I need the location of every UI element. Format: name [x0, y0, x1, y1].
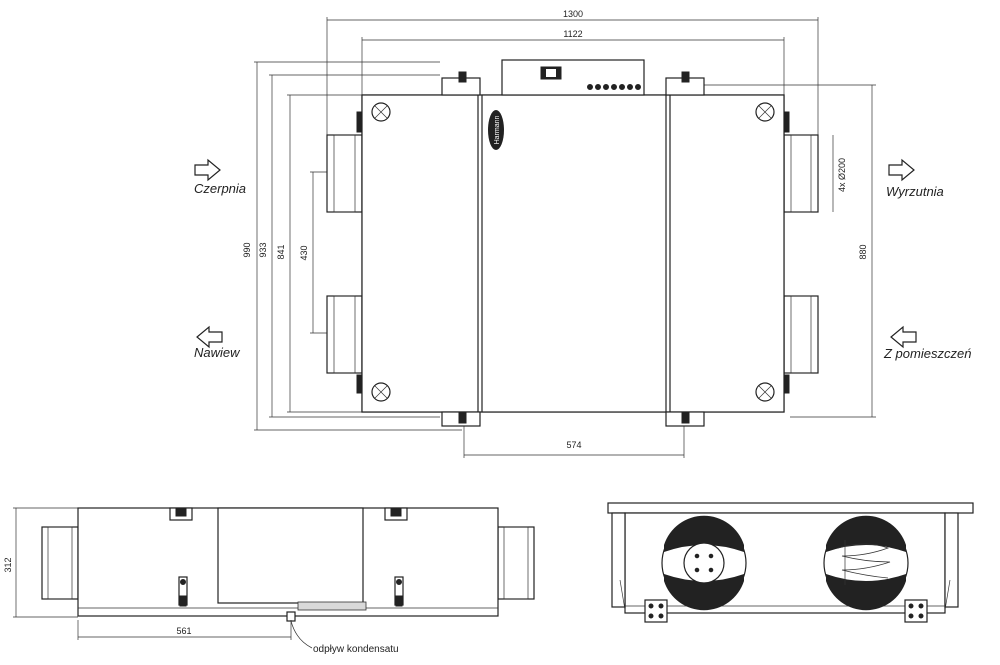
dim-width-overall: 1300: [563, 9, 583, 19]
right-panel: [669, 94, 785, 413]
side-spigot-right: [497, 526, 535, 600]
dim-spigot-spacing: 430: [299, 245, 309, 260]
side-control-box: [217, 507, 364, 604]
dim-width-body: 1122: [563, 29, 582, 39]
dim-height-841: 841: [276, 244, 286, 259]
dim-spigot-diameter: 4x Ø200: [837, 158, 847, 192]
fan-icon: [371, 102, 775, 402]
arrow-right-icon: [194, 158, 221, 182]
end-heater-opening: [823, 515, 909, 611]
dim-height-933: 933: [258, 242, 268, 257]
dim-mount-574: 574: [566, 440, 581, 450]
center-panel: [481, 94, 667, 413]
dim-drain-offset: 561: [176, 626, 191, 636]
dim-height-overall: 990: [242, 242, 252, 257]
brand-logo: Harmann: [488, 110, 504, 150]
label-drain: odpływ kondensatu: [313, 644, 399, 655]
top-view: 1300 1122 990 933 841 430 4x Ø200 880: [194, 9, 971, 458]
side-view: 312 odpływ kondensatu 561: [3, 507, 535, 655]
label-intake: Czerpnia: [194, 181, 246, 196]
left-panel: [361, 94, 479, 413]
dim-right-880: 880: [858, 244, 868, 259]
side-fan-fins: [297, 601, 367, 611]
label-supply: Nawiew: [194, 345, 241, 360]
spigot-supply: [326, 295, 363, 374]
label-exhaust: Wyrzutnia: [886, 184, 944, 199]
side-spigot-left: [41, 526, 79, 600]
label-extract: Z pomieszczeń: [883, 346, 971, 361]
arrow-left-icon: [890, 325, 917, 349]
spigot-exhaust: [783, 134, 819, 213]
arrow-left-icon: [196, 325, 223, 349]
arrow-right-icon: [888, 158, 915, 182]
spigot-intake: [326, 134, 363, 213]
logo-text: Harmann: [494, 116, 501, 145]
dim-side-height: 312: [3, 557, 13, 572]
spigot-extract: [783, 295, 819, 374]
condensate-drain: [286, 611, 296, 622]
end-fan-opening: [661, 515, 747, 611]
end-view: [607, 502, 974, 623]
